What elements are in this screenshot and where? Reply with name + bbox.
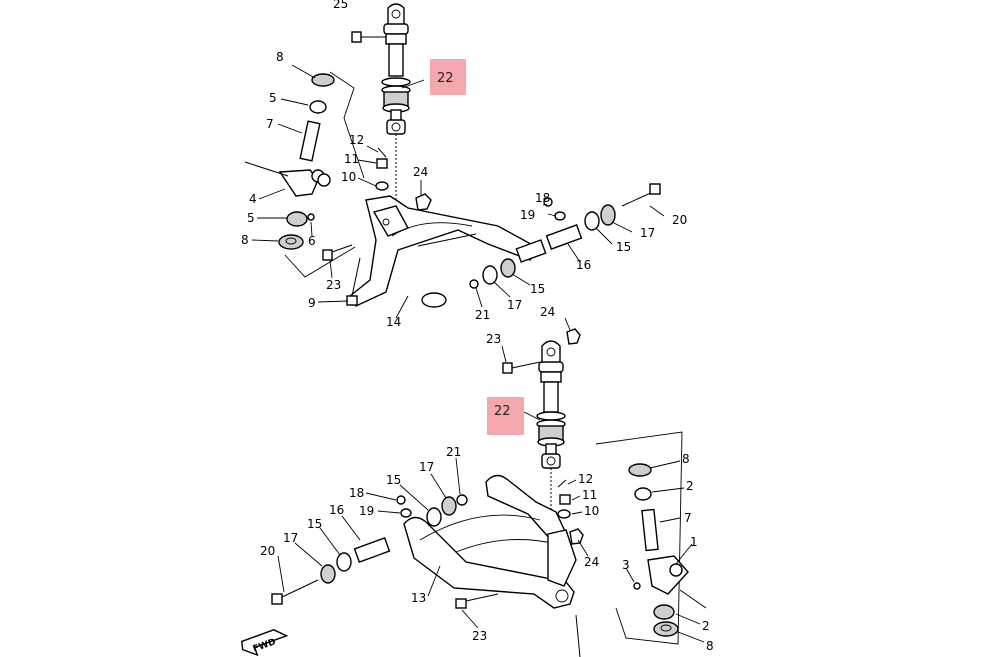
callout-label: 13: [411, 591, 426, 605]
callout-label: 20: [260, 544, 275, 558]
callout-label: 15: [530, 282, 545, 296]
callout-label: 3: [622, 558, 630, 572]
callout-label: 2: [686, 479, 694, 493]
callout-label: 19: [520, 208, 535, 222]
callout-label: 5: [269, 91, 277, 105]
upper-leader-lines: [251, 64, 665, 319]
callout-label: 9: [308, 296, 316, 310]
callout-label: 15: [307, 517, 322, 531]
lower-bolt-23: [455, 593, 499, 609]
callout-label: 17: [419, 460, 434, 474]
lower-shock-absorber: [536, 340, 566, 469]
callout-label: 24: [413, 165, 428, 179]
callout-label: 18: [349, 486, 364, 500]
lower-small-fasteners: [557, 479, 584, 545]
callout-label: 23: [472, 629, 487, 643]
callout-label: 21: [446, 445, 461, 459]
lower-pivot-parts: [271, 494, 468, 605]
lower-leader-lines: [277, 317, 705, 643]
callout-label: 10: [584, 504, 599, 518]
highlight-box-upper-22: [430, 59, 466, 95]
callout-label: 23: [486, 332, 501, 346]
callout-label: 11: [344, 152, 359, 166]
callout-label: 19: [359, 504, 374, 518]
callout-label: 25: [333, 0, 348, 11]
callout-label: 15: [386, 473, 401, 487]
callout-label: 16: [576, 258, 591, 272]
highlight-box-lower-22: [487, 397, 524, 435]
lower-a-arm: [403, 431, 683, 657]
callout-label: 6: [308, 234, 316, 248]
callout-label: 4: [249, 192, 257, 206]
upper-a-arm: [349, 195, 540, 308]
callout-label: 17: [640, 226, 655, 240]
callout-label: 17: [507, 298, 522, 312]
callout-label: 7: [684, 511, 692, 525]
callout-label: 8: [682, 452, 690, 466]
callout-label: 5: [247, 211, 255, 225]
callout-label: 18: [535, 191, 550, 205]
upper-pivot-parts: [469, 183, 661, 289]
callout-label-highlighted: 22: [494, 404, 511, 419]
callout-label-highlighted: 22: [437, 71, 454, 86]
upper-knuckle-parts: [244, 71, 365, 278]
callout-label: 8: [706, 639, 714, 653]
fwd-direction-badge: FWD: [241, 629, 289, 657]
callout-label: 12: [349, 133, 364, 147]
lower-callout-labels: 24 23 22 21 17 15 18 19 16 15 17 20 13 2…: [260, 305, 714, 653]
callout-label: 12: [578, 472, 593, 486]
callout-label: 7: [266, 117, 274, 131]
upper-shock-absorber: [381, 3, 411, 135]
callout-label: 15: [616, 240, 631, 254]
callout-label: 16: [329, 503, 344, 517]
lower-knuckle-parts: [628, 463, 707, 637]
callout-label: 21: [475, 308, 490, 322]
upper-assembly: 25 22 8 5 7 12 11 10 24 4 5 6 8 18 19 20…: [241, 0, 687, 329]
callout-label: 24: [540, 305, 555, 319]
lower-assembly: FWD: [241, 305, 714, 657]
lower-shock-fasteners: [502, 328, 581, 374]
upper-callout-labels: 25 22 8 5 7 12 11 10 24 4 5 6 8 18 19 20…: [241, 0, 687, 329]
callout-label: 8: [276, 50, 284, 64]
callout-label: 24: [584, 555, 599, 569]
callout-label: 10: [341, 170, 356, 184]
callout-label: 17: [283, 531, 298, 545]
callout-label: 14: [386, 315, 401, 329]
callout-label: 2: [702, 619, 710, 633]
callout-label: 23: [326, 278, 341, 292]
bolt-25: [351, 31, 386, 43]
callout-label: 1: [690, 535, 698, 549]
callout-label: 8: [241, 233, 249, 247]
upper-bolts: [322, 244, 361, 306]
callout-label: 20: [672, 213, 687, 227]
callout-label: 11: [582, 488, 597, 502]
